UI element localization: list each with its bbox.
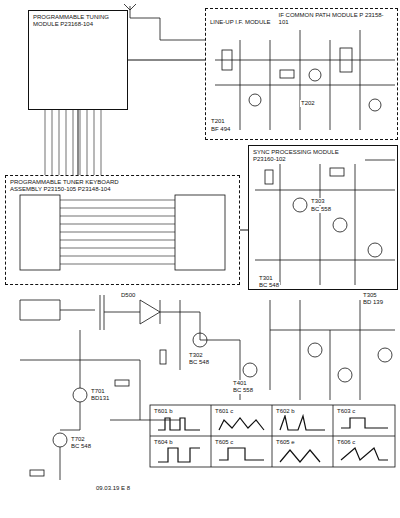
module-title: PROGRAMMABLE TUNER KEYBOARD ASSEMBLY P23… <box>8 178 122 194</box>
component-label: BC 558 <box>310 206 332 213</box>
module-title: IF COMMON PATH MODULE P 23158-101 <box>277 11 391 27</box>
component-label: 09.03.19 E 8 <box>95 485 131 492</box>
component-label: BD 139 <box>362 299 384 306</box>
waveform-label: T601 b <box>153 408 174 415</box>
waveform-label: T601 c <box>214 408 234 415</box>
component-label: BC 548 <box>258 282 280 289</box>
bus-connector <box>240 230 248 231</box>
component-label: BC 548 <box>70 443 92 450</box>
component-label: T302 <box>188 352 204 359</box>
component-label: T301 <box>258 275 274 282</box>
waveform-label: T605 c <box>214 439 234 446</box>
module-box: PROGRAMMABLE TUNER KEYBOARD ASSEMBLY P23… <box>5 175 240 285</box>
component-label: T303 <box>310 198 326 205</box>
module-box: SYNC PROCESSING MODULE P23160-102 <box>248 145 398 290</box>
component-label: BF 494 <box>210 126 231 133</box>
component-label: BD131 <box>90 395 110 402</box>
component-label: T201 <box>210 118 226 125</box>
component-label: T202 <box>300 100 316 107</box>
component-label: BC 558 <box>232 387 254 394</box>
component-label: T702 <box>70 436 86 443</box>
component-label: BC 548 <box>188 359 210 366</box>
module-title: LINE-UP I.F. MODULE <box>208 18 273 27</box>
module-title: SYNC PROCESSING MODULE P23160-102 <box>251 148 365 164</box>
waveform-label: T602 b <box>275 408 296 415</box>
component-label: T401 <box>232 380 248 387</box>
component-label: T305 <box>362 292 378 299</box>
waveform-label: T606 c <box>336 439 356 446</box>
module-box: PROGRAMMABLE TUNING MODULE P23168-104 <box>28 10 128 110</box>
module-box: LINE-UP I.F. MODULE IF COMMON PATH MODULE… <box>205 8 398 140</box>
bus-connector <box>78 110 79 175</box>
bus-connector <box>128 60 205 61</box>
component-label: D500 <box>120 292 136 299</box>
component-label: T701 <box>90 388 106 395</box>
waveform-label: T604 b <box>153 439 174 446</box>
module-title: PROGRAMMABLE TUNING MODULE P23168-104 <box>31 13 125 29</box>
waveform-label: T605 e <box>275 439 296 446</box>
waveform-label: T603 c <box>336 408 356 415</box>
